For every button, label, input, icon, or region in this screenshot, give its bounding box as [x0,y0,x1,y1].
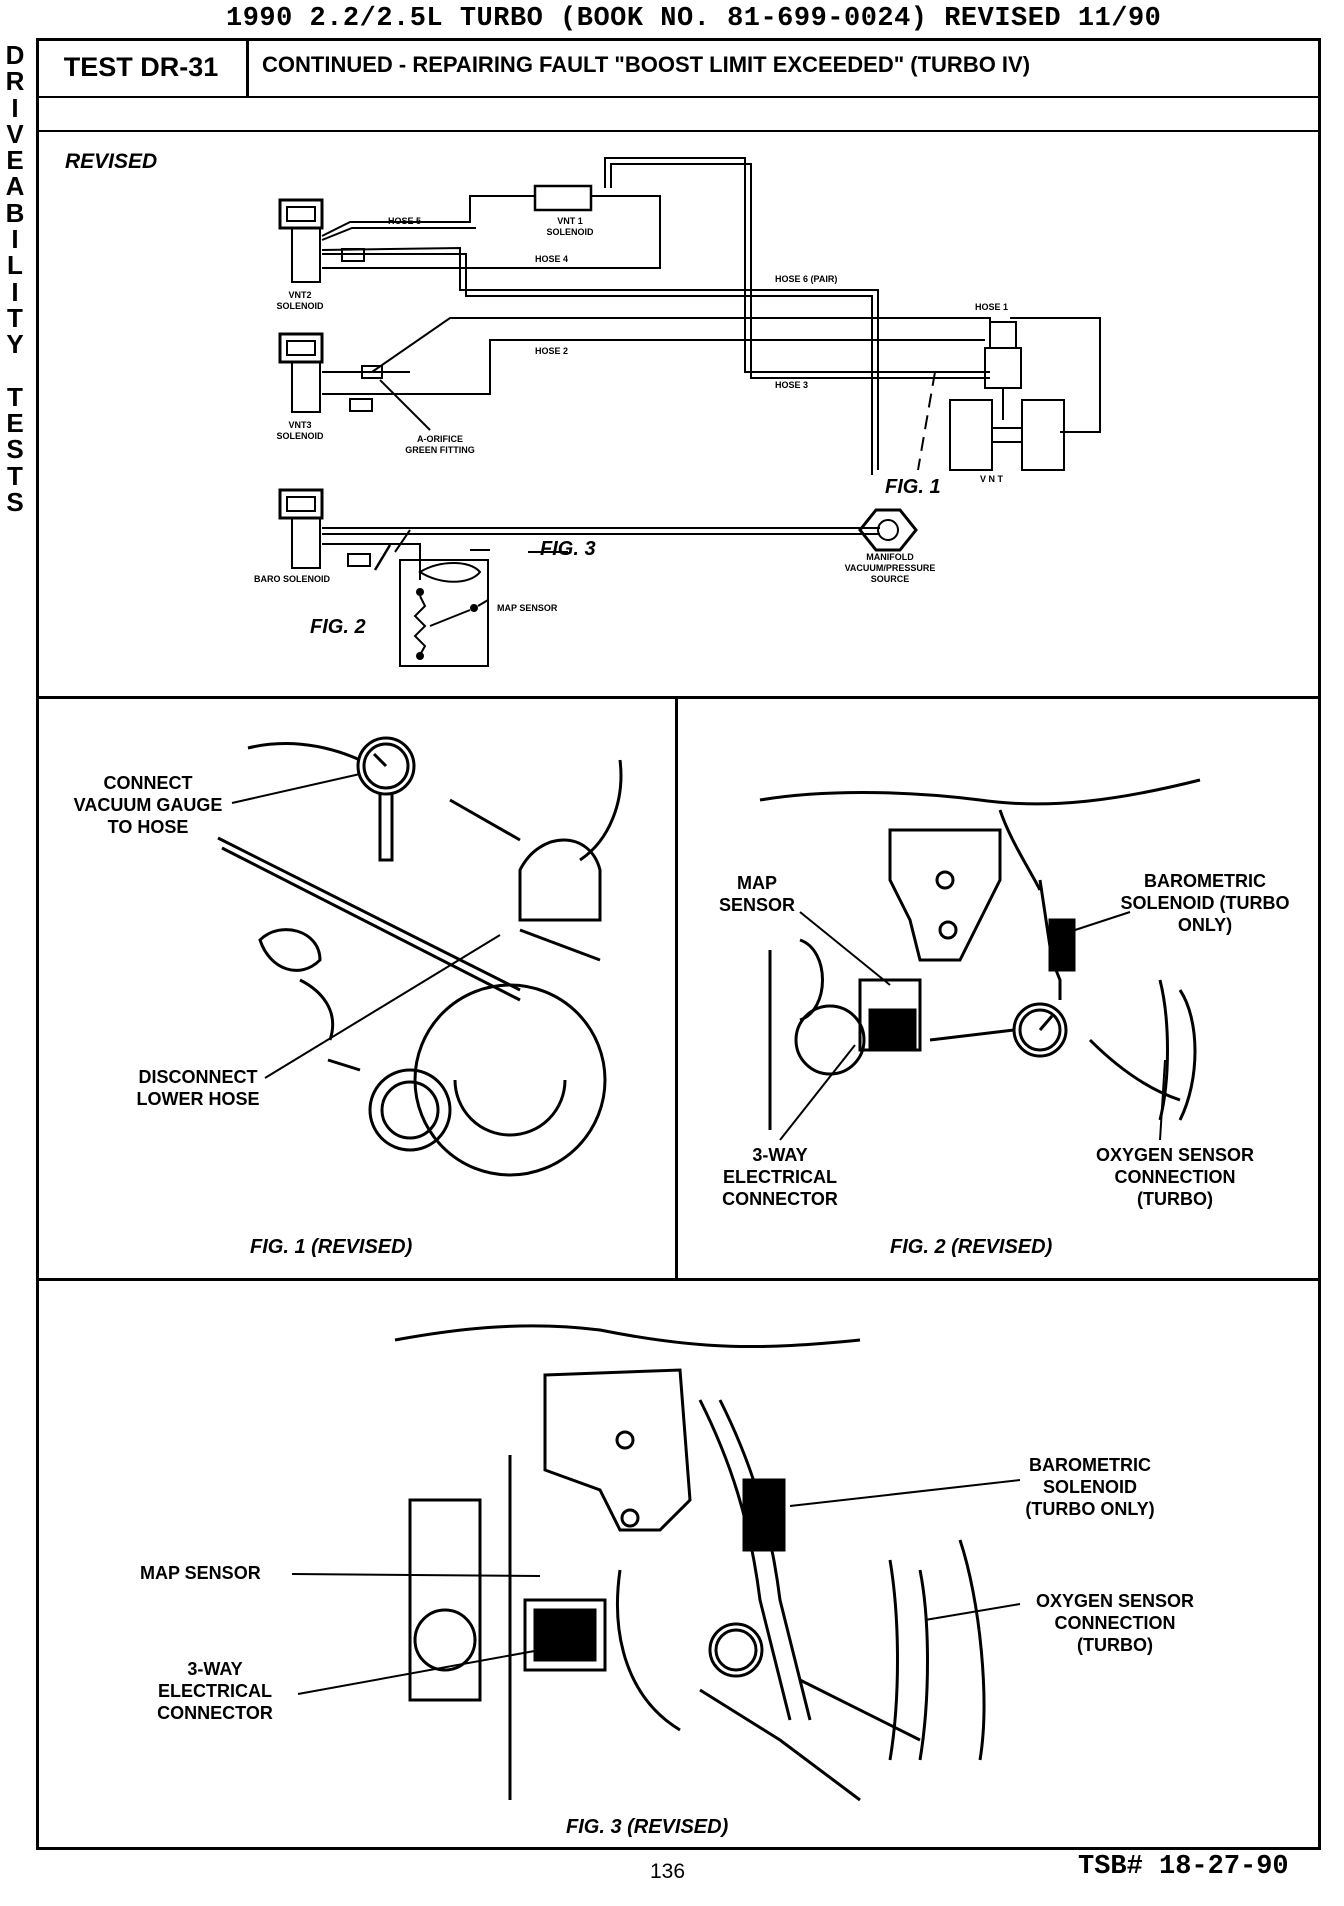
divider [675,696,678,1280]
fig1-reference: FIG. 1 [885,476,941,498]
fig3-reference: FIG. 3 [540,538,596,560]
fig1-disconnect-label: DISCONNECT LOWER HOSE [136,1067,260,1109]
map-sensor-label: MAP SENSOR [497,603,558,613]
divider [36,130,1321,132]
revised-label: REVISED [65,150,158,173]
hose4-label: HOSE 4 [535,254,569,264]
fig3-oxygen-label: OXYGEN SENSOR CONNECTION (TURBO) [1035,1591,1195,1655]
header-line: 1990 2.2/2.5L TURBO (BOOK NO. 81-699-002… [226,4,1162,34]
vnt2-solenoid-label: VNT2 SOLENOID [276,290,324,311]
tsb-number: TSB# 18-27-90 [1078,1852,1289,1882]
fig2-map-label: MAP SENSOR [718,873,796,915]
hose6-label: HOSE 6 (PAIR) [775,274,838,284]
fig1-connect-label: CONNECT VACUUM GAUGE TO HOSE [73,773,223,837]
fig1-caption: FIG. 1 (REVISED) [250,1236,413,1258]
test-id: TEST DR-31 [36,38,249,96]
fig3-baro-label: BAROMETRIC SOLENOID (TURBO ONLY) [1025,1455,1155,1519]
orifice-label: A-ORIFICE GREEN FITTING [405,434,475,455]
hose3-label: HOSE 3 [775,380,809,390]
manifold-source-label: MANIFOLD VACUUM/PRESSURE SOURCE [844,552,936,584]
fig3-map-label: MAP SENSOR [140,1563,261,1583]
vnt3-solenoid-label: VNT3 SOLENOID [276,420,324,441]
fig2-oxygen-label: OXYGEN SENSOR CONNECTION (TURBO) [1095,1145,1255,1209]
page-frame [36,38,1321,1850]
baro-solenoid-label: BARO SOLENOID [254,574,331,584]
hose5-label: HOSE 5 [388,216,422,226]
divider [36,1278,1321,1281]
fig2-connector-label: 3-WAY ELECTRICAL CONNECTOR [722,1145,838,1209]
page-title: CONTINUED - REPAIRING FAULT "BOOST LIMIT… [262,52,1031,77]
divider [36,96,1321,98]
fig2-baro-label: BAROMETRIC SOLENOID (TURBO ONLY) [1120,871,1290,935]
divider [36,696,1321,699]
hose1-label: HOSE 1 [975,302,1009,312]
vnt-label: V N T [980,474,1004,484]
vnt1-solenoid-label: VNT 1 SOLENOID [546,216,594,237]
fig3-connector-label: 3-WAY ELECTRICAL CONNECTOR [157,1659,273,1723]
fig3-caption: FIG. 3 (REVISED) [566,1816,729,1838]
fig2-caption: FIG. 2 (REVISED) [890,1236,1053,1258]
page-number: 136 [650,1860,686,1883]
fig2-reference: FIG. 2 [310,616,366,638]
hose2-label: HOSE 2 [535,346,569,356]
